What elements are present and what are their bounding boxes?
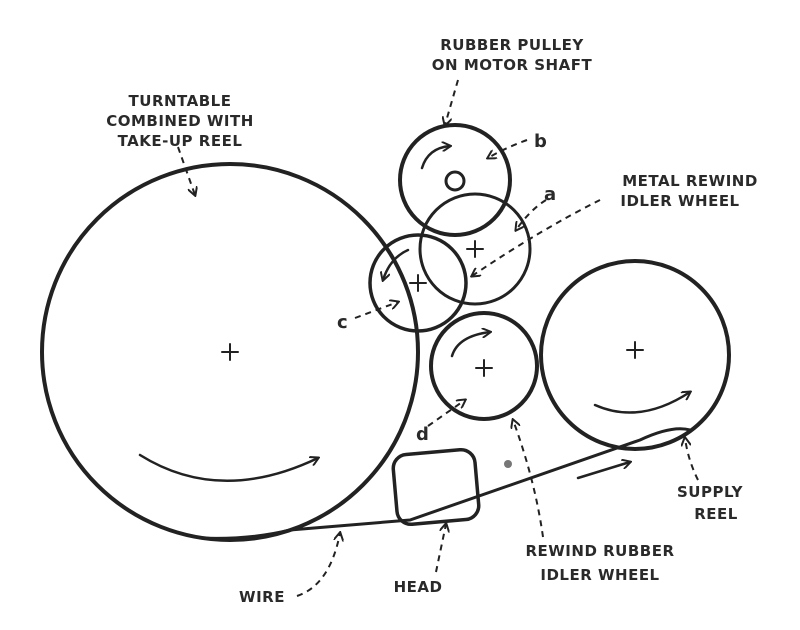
metal-rewind-idler-wheel — [418, 192, 532, 306]
letter-a: a — [544, 184, 556, 205]
rewind-rubber-idler-wheel — [429, 311, 539, 421]
idler-wheel-c — [368, 233, 468, 333]
label-rubber-pulley-line2: ON MOTOR SHAFT — [432, 56, 593, 74]
label-rubber-pulley-line1: RUBBER PULLEY — [440, 36, 584, 54]
label-turntable-line1: TURNTABLE — [129, 92, 232, 110]
label-metal-idler-line1: METAL REWIND — [622, 172, 758, 190]
center-mark-icon — [409, 274, 427, 292]
letter-b: b — [534, 131, 547, 152]
wire-direction-arrow-icon — [576, 462, 630, 480]
supply-reel — [539, 259, 731, 451]
head — [391, 447, 481, 527]
label-supply-reel-line2: REEL — [694, 505, 738, 523]
letter-d: d — [416, 424, 429, 445]
center-mark-icon — [475, 359, 493, 377]
label-wire: WIRE — [239, 588, 285, 606]
labels: TURNTABLE COMBINED WITH TAKE-UP REEL RUB… — [106, 36, 758, 606]
label-head: HEAD — [394, 578, 443, 596]
letter-c: c — [337, 312, 348, 333]
center-mark-icon — [221, 343, 239, 361]
rotation-arrow-icon — [450, 332, 490, 358]
label-turntable-line2: COMBINED WITH — [106, 112, 254, 130]
leader-lines — [177, 79, 699, 597]
label-supply-reel-line1: SUPPLY — [677, 483, 744, 501]
rotation-arrow-icon — [138, 453, 318, 482]
label-turntable-line3: TAKE-UP REEL — [118, 132, 243, 150]
motor-shaft-icon — [444, 170, 466, 192]
rotation-arrow-icon — [420, 146, 450, 170]
rotation-arrow-icon — [593, 392, 690, 414]
label-rewind-rubber-idler-line2: IDLER WHEEL — [540, 566, 659, 584]
smudge-mark — [504, 460, 512, 468]
center-mark-icon — [626, 341, 644, 359]
rubber-pulley-motor-shaft — [398, 123, 512, 237]
turntable-take-up-reel — [40, 162, 420, 542]
rotation-arrow-icon — [383, 248, 410, 280]
label-metal-idler-line2: IDLER WHEEL — [620, 192, 739, 210]
wire — [198, 427, 692, 540]
center-mark-icon — [466, 240, 484, 258]
label-rewind-rubber-idler-line1: REWIND RUBBER — [525, 542, 674, 560]
